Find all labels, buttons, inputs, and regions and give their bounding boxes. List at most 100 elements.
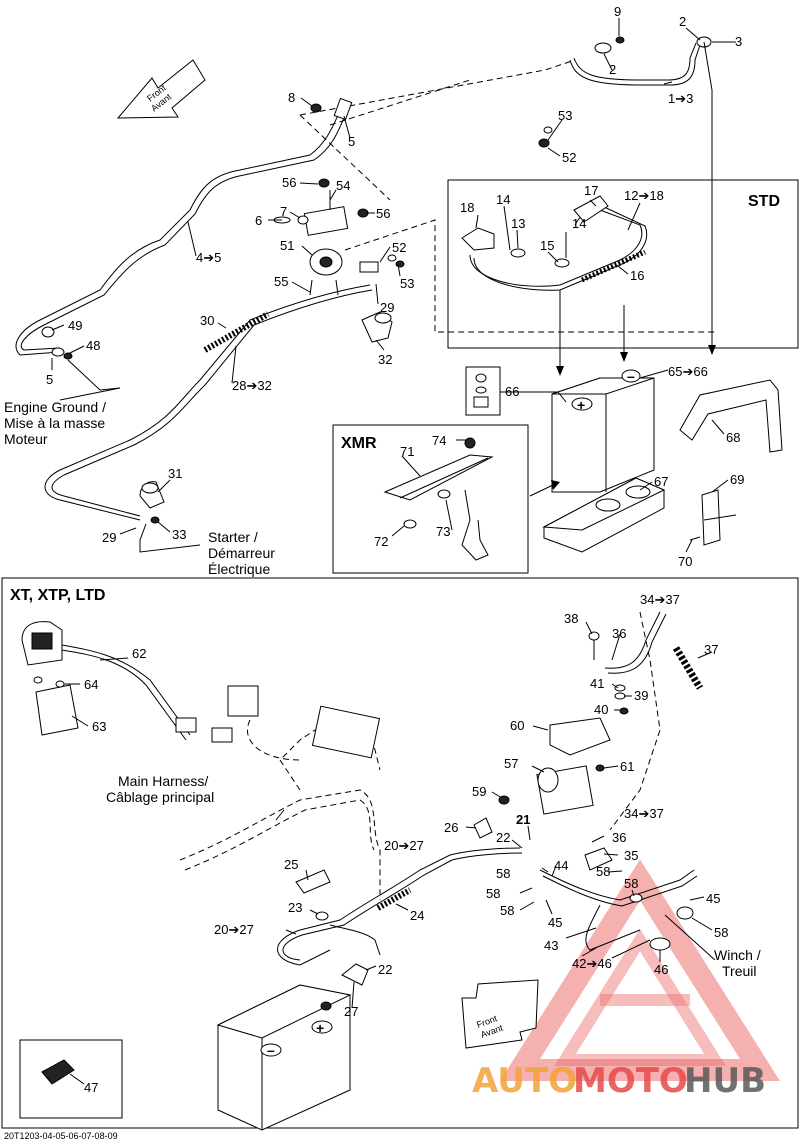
leader-lines [51,18,736,1085]
callout-54: 54 [336,178,350,193]
callout-47: 47 [84,1080,98,1095]
callout-36b: 36 [612,830,626,845]
callout-52a: 52 [562,150,576,165]
callout-69: 69 [730,472,744,487]
callout-16: 16 [630,268,644,283]
callout-58b: 58 [596,864,610,879]
engine-ground-line2: Mise à la masse [4,415,105,431]
engine-ground-line1: Engine Ground / [4,399,106,415]
xmr-box [332,424,529,574]
main-harness-line1: Main Harness/ [118,773,208,789]
callout-18: 18 [460,200,474,215]
callout-51: 51 [280,238,294,253]
callout-28-32: 28➔32 [232,378,272,393]
front-arrow-bottom: Front Avant [461,979,539,1049]
callout-64: 64 [84,677,98,692]
callout-22a: 22 [496,830,510,845]
cable-36 [588,611,704,715]
callout-5a: 5 [348,134,355,149]
main-harness [175,685,381,900]
callout-3: 3 [735,34,742,49]
xt-box-title: XT, XTP, LTD [10,587,105,604]
watermark-logo [500,859,780,1081]
callout-24: 24 [410,908,424,923]
callout-31: 31 [168,466,182,481]
winch-cables [539,847,716,961]
callout-46: 46 [654,962,668,977]
callout-38: 38 [564,611,578,626]
callout-15: 15 [540,238,554,253]
callout-53a: 53 [558,108,572,123]
callout-29a: 29 [380,300,394,315]
callout-58c: 58 [486,886,500,901]
callout-66: 66 [505,384,519,399]
callout-22b: 22 [378,962,392,977]
callout-74: 74 [432,433,446,448]
bracket-69 [689,489,737,546]
starter-cable [44,284,373,521]
callout-30: 30 [200,313,214,328]
hardware-box-66 [465,366,501,416]
switch-62 [21,621,191,741]
callout-72: 72 [374,534,388,549]
callout-41: 41 [590,676,604,691]
main-harness-line2: Câblage principal [106,789,214,805]
callout-40: 40 [594,702,608,717]
callout-60: 60 [510,718,524,733]
callout-20-27a: 20➔27 [384,838,424,853]
callout-27: 27 [344,1004,358,1019]
callout-63: 63 [92,719,106,734]
callout-45a: 45 [706,891,720,906]
callout-52b: 52 [392,240,406,255]
engine-ground-line3: Moteur [4,431,48,447]
callout-67: 67 [654,474,668,489]
battery-bottom: + – [216,984,352,1131]
ground-cable [15,97,353,356]
callout-1-3: 1➔3 [668,91,693,106]
callout-6: 6 [255,213,262,228]
winch-line1: Winch / [714,947,761,963]
watermark-hub: HUB [684,1061,766,1101]
callout-13: 13 [511,216,525,231]
callout-35: 35 [624,848,638,863]
callout-2a: 2 [679,14,686,29]
callout-71: 71 [400,444,414,459]
callout-29b: 29 [102,530,116,545]
svg-text:–: – [267,1042,275,1058]
front-arrow-top: Front Avant [116,59,206,119]
callout-25: 25 [284,857,298,872]
callout-34-37a: 34➔37 [640,592,680,607]
starter-line3: Électrique [208,561,270,577]
callout-17: 17 [584,183,598,198]
watermark-text: AUTO MOTO HUB [472,1061,766,1101]
spiral-loom-30 [203,311,270,353]
callout-12-18: 12➔18 [624,188,664,203]
callout-57: 57 [504,756,518,771]
watermark-auto: AUTO [472,1061,577,1101]
callout-45b: 45 [548,915,562,930]
xmr-bracket [383,437,494,561]
callout-8: 8 [288,90,295,105]
callout-42-46: 42➔46 [572,956,612,971]
callout-61: 61 [620,759,634,774]
xmr-box-title: XMR [341,435,377,452]
callout-34-37b: 34➔37 [624,806,664,821]
callout-26: 26 [444,820,458,835]
callout-7: 7 [280,204,287,219]
battery-strap [679,379,783,453]
callout-9: 9 [614,4,621,19]
footer-code: 20T1203-04-05-06-07-08-09 [4,1131,118,1141]
solenoid [273,178,379,296]
callout-23: 23 [288,900,302,915]
callout-65-66: 65➔66 [668,364,708,379]
box-47 [19,1039,123,1119]
callout-58a: 58 [496,866,510,881]
callout-21: 21 [516,812,530,827]
svg-text:+: + [577,397,585,413]
starter-line1: Starter / [208,529,258,545]
callout-4-5: 4➔5 [196,250,221,265]
std-box-title: STD [748,193,780,210]
callout-49: 49 [68,318,82,333]
callout-48: 48 [86,338,100,353]
